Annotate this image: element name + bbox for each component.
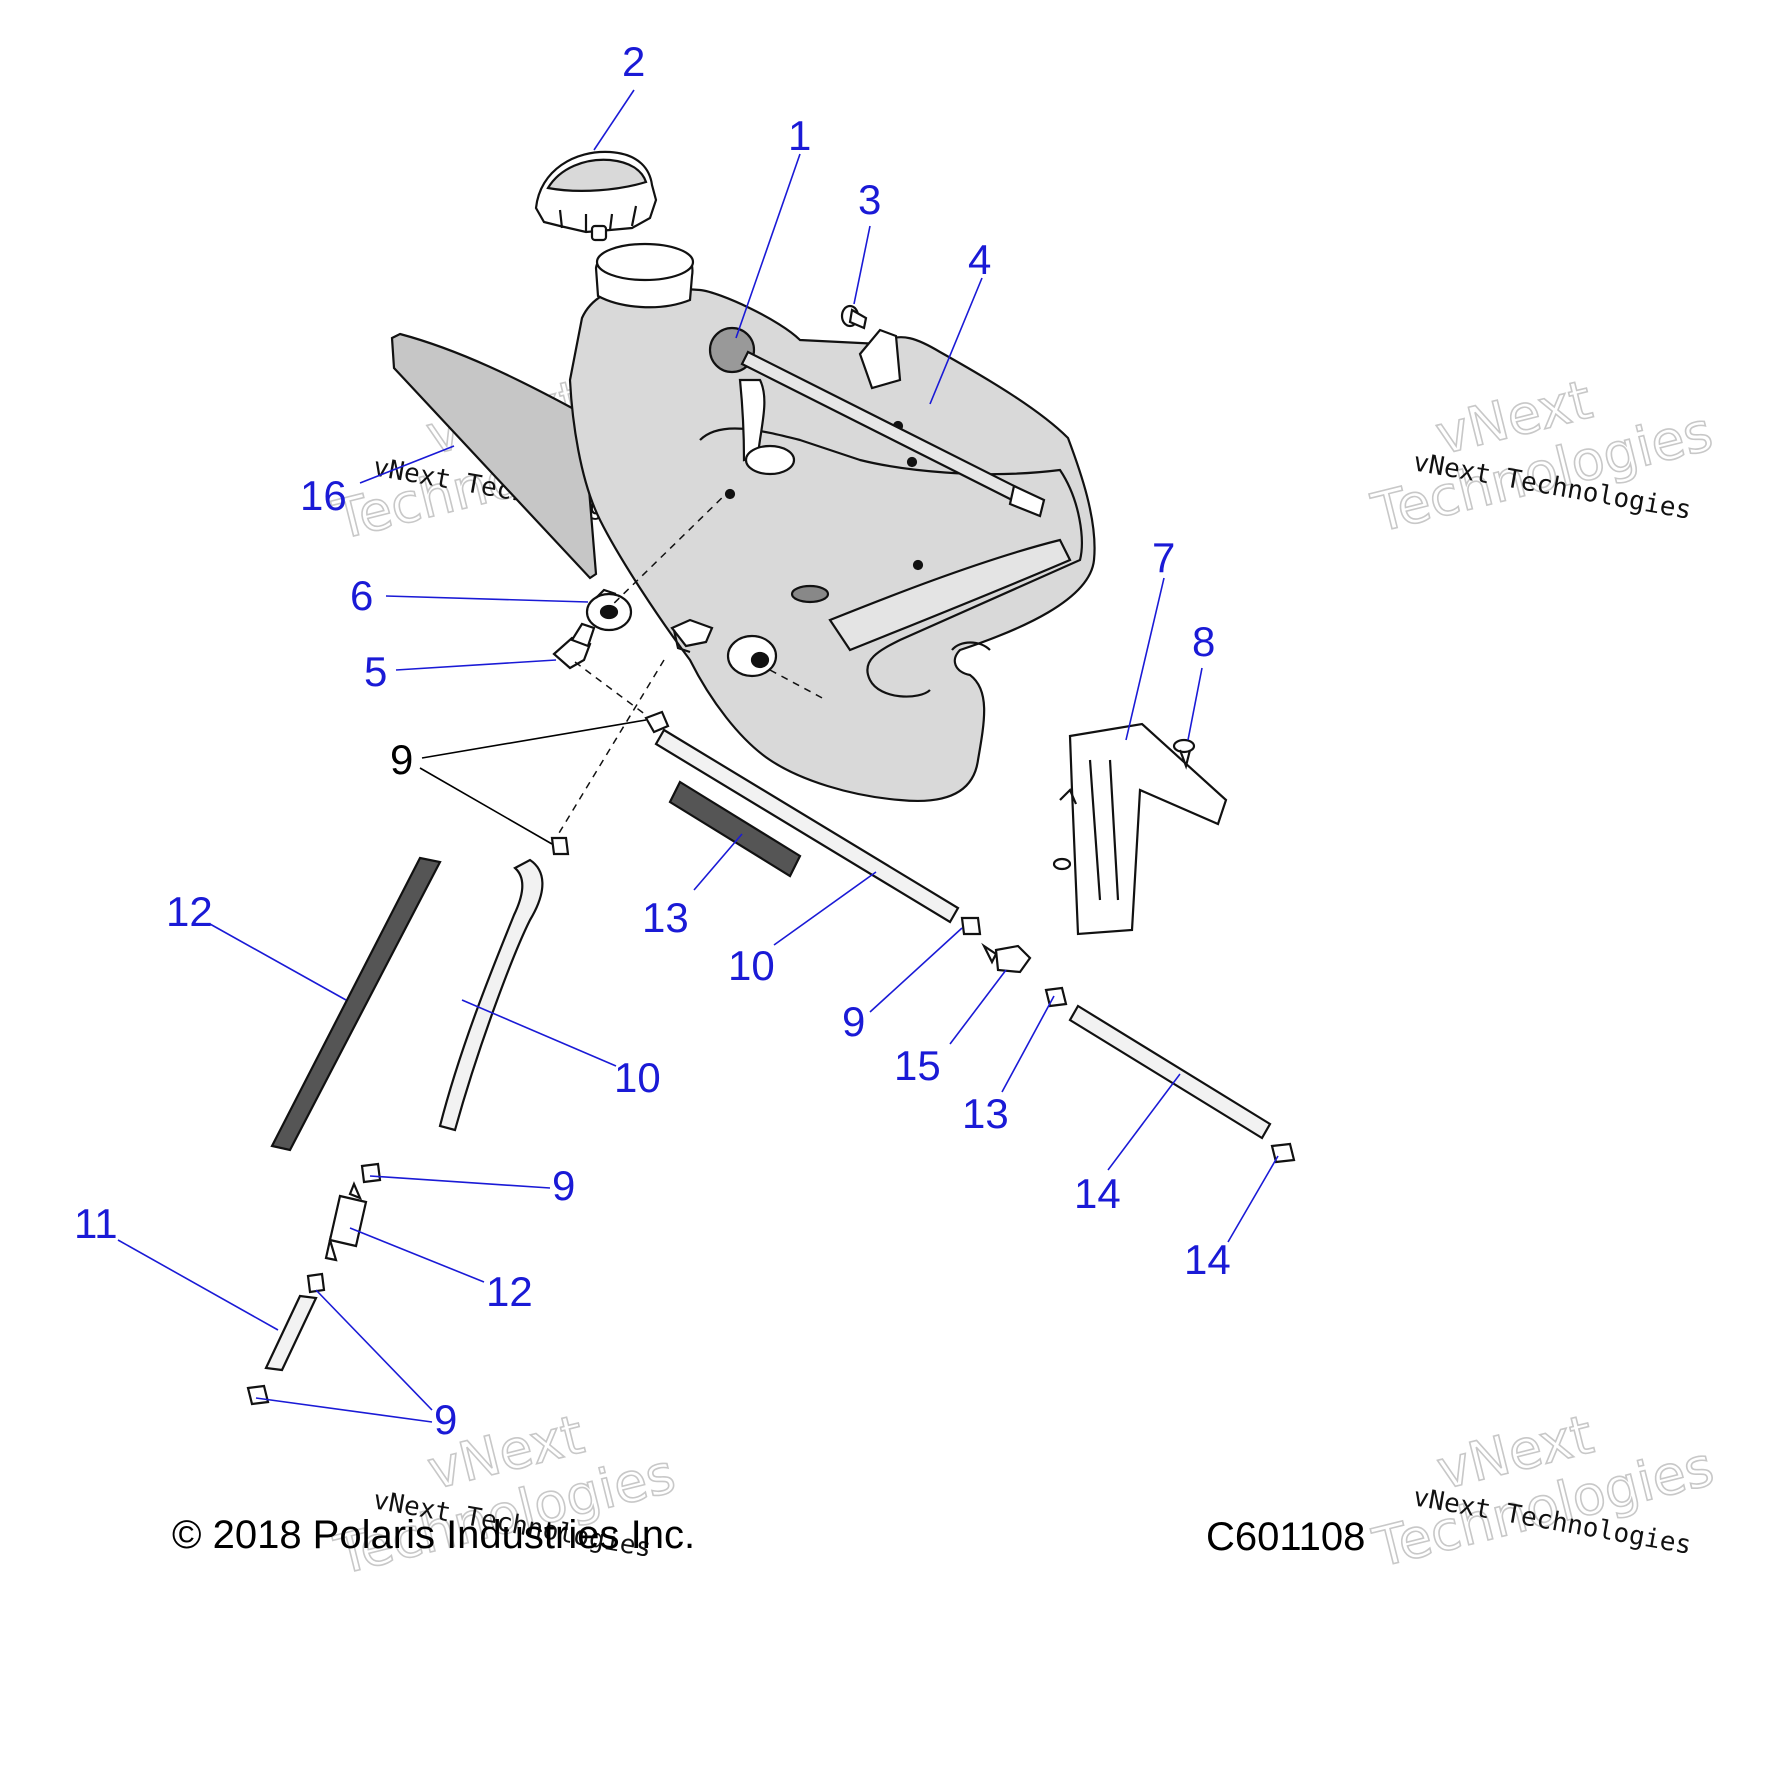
fuel-cap (534, 150, 658, 242)
copyright-notice: © 2018 Polaris Industries Inc. (172, 1513, 695, 1557)
clamp-9-upper (644, 710, 670, 734)
screw-bracket-left (1052, 857, 1072, 871)
callout-8: 8 (1192, 618, 1215, 665)
callout-13-left: 13 (962, 1090, 1009, 1137)
elbow-fitting-right (670, 618, 714, 654)
callout-10-right: 10 (614, 1054, 661, 1101)
grommet-6 (585, 588, 633, 632)
callout-12-mid: 13 (642, 894, 689, 941)
bolt-3 (840, 304, 868, 330)
callout-14: 14 (1074, 1170, 1121, 1217)
tank-bracket (1059, 722, 1228, 936)
clamp-9-bottom-a (306, 1272, 326, 1294)
diagram-code: C601108 (1206, 1515, 1365, 1559)
sleeve-12-left (270, 856, 442, 1152)
clamp-13-left (1044, 986, 1068, 1008)
callout-15: 15 (894, 1042, 941, 1089)
callout-16: 16 (300, 472, 347, 519)
callout-4: 4 (968, 236, 991, 283)
hose-10-diagonal (654, 728, 960, 924)
callout-labels: 2 1 3 4 16 6 5 7 8 9 12 13 10 10 9 15 13… (74, 38, 1231, 1443)
clamp-9-lower (360, 1162, 382, 1184)
inline-filter (324, 1181, 368, 1262)
callout-11: 12 (486, 1268, 533, 1315)
callout-12-left: 12 (166, 888, 213, 935)
callout-2: 2 (622, 38, 645, 85)
grommet-right (726, 634, 778, 678)
callout-6: 6 (350, 572, 373, 619)
callout-13-right: 14 (1184, 1236, 1231, 1283)
callout-7: 7 (1152, 534, 1175, 581)
callout-9-lower: 9 (552, 1162, 575, 1209)
check-valve (981, 942, 1032, 974)
callout-1: 1 (788, 112, 811, 159)
leader-lines (117, 89, 1279, 1423)
hose-14 (1068, 1004, 1272, 1140)
callout-9-bottom: 9 (434, 1396, 457, 1443)
callout-9-black: 9 (390, 736, 413, 783)
elbow-fitting-5 (552, 622, 596, 670)
clamp-9-right (960, 916, 982, 936)
callout-10-left: 11 (74, 1200, 118, 1247)
hose-10-short (264, 1294, 318, 1372)
callout-9-right: 9 (842, 998, 865, 1045)
assembly-lines (555, 489, 827, 839)
callout-5: 5 (364, 648, 387, 695)
callout-3: 3 (858, 176, 881, 223)
sleeve-12-mid (668, 780, 802, 878)
fuel-gauge-rod (708, 326, 1046, 518)
fuel-tank (568, 242, 1096, 802)
clamp-9-mid (550, 836, 570, 856)
clamp-9-bottom-b (246, 1384, 270, 1406)
callout-10-mid: 10 (728, 942, 775, 989)
screw-8 (1172, 738, 1196, 770)
hose-10-bent (438, 858, 544, 1132)
